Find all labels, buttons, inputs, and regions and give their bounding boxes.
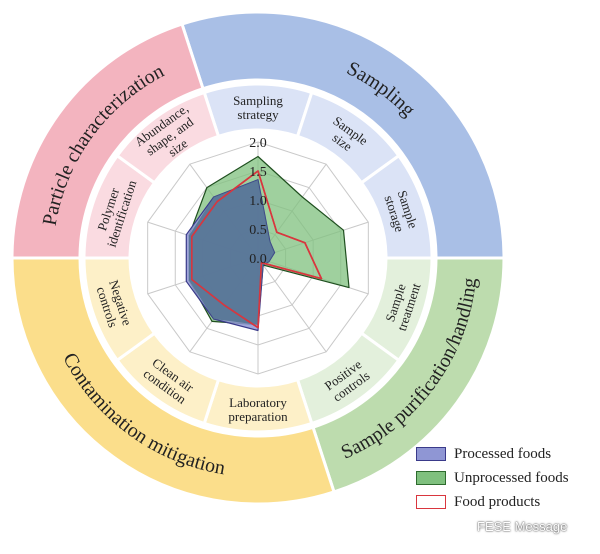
inner-criteria-ring <box>82 82 434 434</box>
legend-item-processed: Processed foods <box>416 444 596 464</box>
grid-spoke-4 <box>257 257 327 353</box>
legend-swatch-processed <box>416 447 446 461</box>
radar-series <box>185 155 350 332</box>
watermark-text: FESE Message <box>477 519 568 534</box>
tick-label: 1.5 <box>249 165 267 180</box>
legend-swatch-unprocessed <box>416 471 446 485</box>
criterion-label-line: Sampling <box>233 93 283 108</box>
legend-item-unprocessed: Unprocessed foods <box>416 468 596 488</box>
legend-swatch-food-products <box>416 495 446 509</box>
wechat-icon <box>456 520 472 533</box>
legend-item-food-products: Food products <box>416 492 596 512</box>
tick-label: 0.0 <box>249 252 267 267</box>
radial-tick-labels: 0.0 0.5 1.0 1.5 2.0 <box>249 136 267 267</box>
series-food-products-outline <box>191 170 323 329</box>
tick-label: 1.0 <box>249 194 267 209</box>
tick-label: 2.0 <box>249 136 267 151</box>
outer-category-ring <box>10 10 506 506</box>
category-band-0 <box>180 10 506 260</box>
legend: Processed foods Unprocessed foods Food p… <box>416 444 596 516</box>
tick-label: 0.5 <box>249 223 267 238</box>
legend-label: Food products <box>454 493 541 510</box>
series-overlap <box>189 179 275 325</box>
criterion-label-line: Laboratory <box>229 395 287 410</box>
watermark: FESE Message <box>456 519 567 534</box>
criterion-label-line: preparation <box>228 409 288 424</box>
legend-label: Processed foods <box>454 445 552 462</box>
legend-label: Unprocessed foods <box>454 469 569 486</box>
category-band-3 <box>10 22 205 260</box>
category-band-2 <box>10 256 336 506</box>
criterion-label-line: strategy <box>237 107 279 122</box>
